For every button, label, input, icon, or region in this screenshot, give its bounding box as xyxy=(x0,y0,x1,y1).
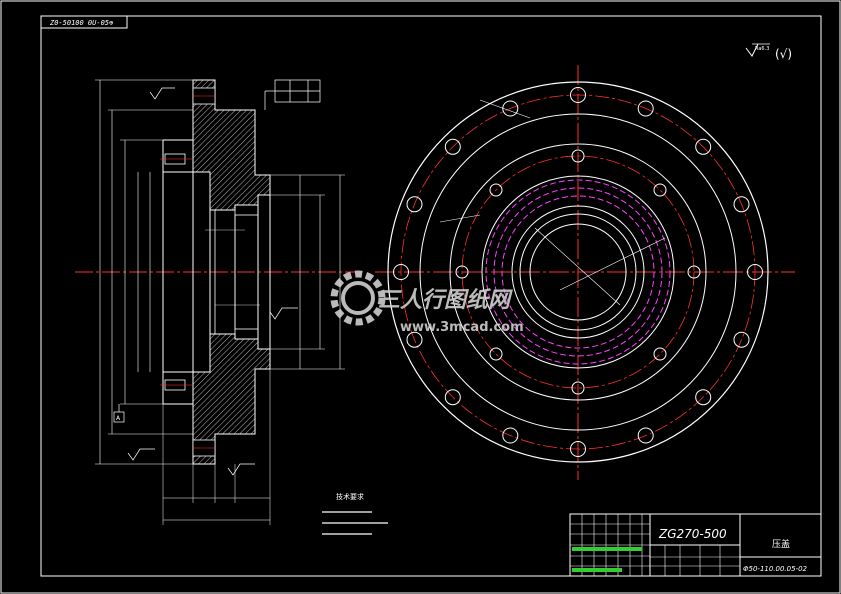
inner-border xyxy=(40,15,822,577)
inner-bolt-holes xyxy=(455,149,701,395)
inner-bolt-circle xyxy=(461,155,695,389)
outer-bolt-circle xyxy=(400,94,756,450)
bolt-hole xyxy=(444,389,461,406)
bore-circle-1 xyxy=(511,205,645,339)
bolt-hole xyxy=(571,149,585,163)
bolt-hole xyxy=(489,183,503,197)
hidden-circle-2 xyxy=(493,187,663,357)
bolt-hole xyxy=(502,427,519,444)
outer-flange-circle xyxy=(387,81,769,463)
bolt-hole xyxy=(695,138,712,155)
front-view xyxy=(375,65,795,480)
bore-circle-2 xyxy=(519,213,637,331)
bolt-hole xyxy=(687,265,701,279)
finish-check-icon xyxy=(745,43,759,57)
bolt-hole xyxy=(489,347,503,361)
bolt-hole xyxy=(393,264,409,280)
title-block-fill xyxy=(572,547,642,551)
bolt-hole xyxy=(444,138,461,155)
bolt-hole xyxy=(653,183,667,197)
bolt-hole xyxy=(733,196,750,213)
bolt-hole xyxy=(695,389,712,406)
surface-finish-general: Ra6.3 (√) xyxy=(745,43,792,61)
hidden-circle-3 xyxy=(501,195,655,349)
bolt-hole xyxy=(455,265,469,279)
hub-circle xyxy=(481,175,675,369)
finish-symbol-icon xyxy=(149,87,175,100)
title-material: ZG270-500 xyxy=(658,527,727,541)
corner-drawing-number: Z0-50100 0U-05⊕ xyxy=(49,19,114,27)
bolt-hole xyxy=(733,331,750,348)
finish-symbol-icon xyxy=(269,307,298,320)
title-drawing-code: Φ50-110.00.05-02 xyxy=(743,565,808,573)
section-view: A xyxy=(75,79,355,525)
bolt-hole xyxy=(406,331,423,348)
title-block-grid xyxy=(569,513,651,577)
datum-label: A xyxy=(116,415,121,422)
technical-notes: 技术要求 xyxy=(322,492,388,535)
finish-symbol-icon xyxy=(227,463,255,476)
finish-symbol-icon xyxy=(127,448,155,461)
bolt-hole xyxy=(502,100,519,117)
corner-number-box xyxy=(40,15,128,29)
bore-circle-3 xyxy=(529,223,627,321)
bolt-hole xyxy=(637,100,654,117)
flange-step-circle xyxy=(419,113,737,431)
watermark-url: www.3mcad.com xyxy=(400,320,524,335)
outer-bolt-holes xyxy=(393,87,763,457)
notes-heading: 技术要求 xyxy=(336,492,364,501)
watermark-brand: 三人行图纸网 xyxy=(378,287,513,313)
title-part-name: 压盖 xyxy=(772,538,790,550)
bolt-hole xyxy=(747,264,763,280)
title-block: ZG270-500 压盖 Φ50-110.00.05-02 xyxy=(569,513,822,577)
bolt-hole xyxy=(637,427,654,444)
bolt-hole xyxy=(653,347,667,361)
watermark: 三人行图纸网 www.3mcad.com xyxy=(330,270,524,335)
finish-general-value: Ra6.3 xyxy=(755,46,769,52)
title-block-fill xyxy=(572,568,622,572)
bolt-hole xyxy=(406,196,423,213)
gear-logo-icon xyxy=(330,270,386,326)
finish-other-value: (√) xyxy=(775,47,792,61)
hub-outer-circle xyxy=(449,143,707,401)
bolt-hole xyxy=(571,381,585,395)
hidden-circle-1 xyxy=(485,179,671,365)
bolt-hole xyxy=(570,87,586,103)
bolt-hole xyxy=(570,441,586,457)
